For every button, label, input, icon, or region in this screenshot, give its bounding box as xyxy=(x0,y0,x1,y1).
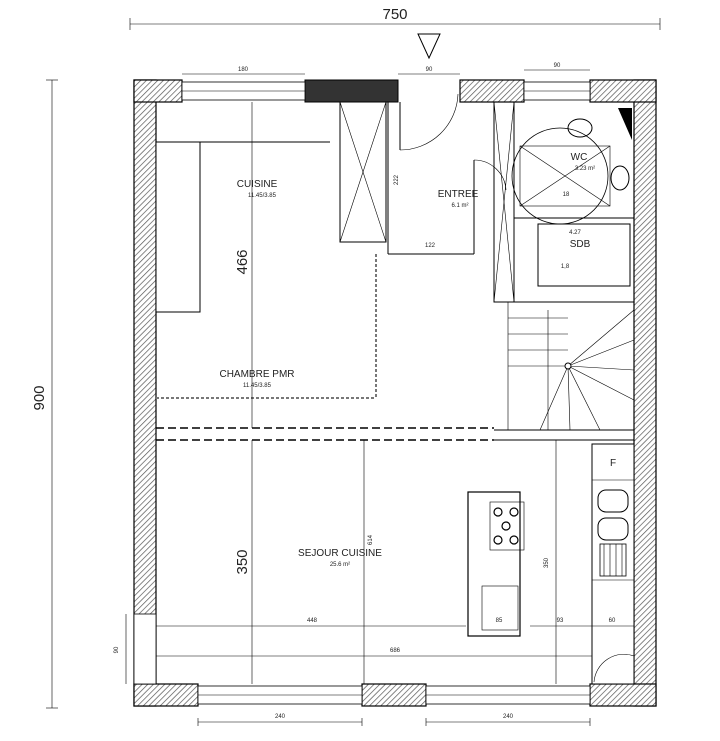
sdb-room: 4.27 SDB 1,8 xyxy=(561,230,591,270)
top-right-window-label: 90 xyxy=(554,63,561,69)
cooktop-burner-icon xyxy=(501,521,511,531)
wc-name: WC xyxy=(571,152,588,163)
toilet-icon xyxy=(567,118,593,138)
wc-room: WC 3.23 m² 18 xyxy=(511,108,632,225)
top-door-label: 90 xyxy=(426,67,433,73)
sink-icon xyxy=(597,489,629,513)
entree-area: 6.1 m² xyxy=(451,203,468,209)
overall-width-dimension: 750 xyxy=(129,6,661,30)
interior-walls xyxy=(155,101,634,441)
counter-60-label: 60 xyxy=(609,618,616,624)
wc-area: 3.23 m² xyxy=(575,166,595,172)
bottom-dimensions: 240 240 xyxy=(197,714,591,726)
top-window-dimension: 180 90 90 xyxy=(182,63,590,75)
cooktop-burner-icon xyxy=(509,535,519,545)
cuisine-name: CUISINE xyxy=(237,179,278,190)
room-labels: CUISINE 11.45/3.85 CHAMBRE PMR 11.45/3.8… xyxy=(219,179,478,568)
horizontal-686-label: 686 xyxy=(390,648,401,654)
sdb-area: 4.27 xyxy=(569,230,581,236)
vertical-466-label: 466 xyxy=(234,249,251,274)
horizontal-448-label: 448 xyxy=(307,618,318,624)
sink-icon xyxy=(610,165,630,191)
top-window-label: 180 xyxy=(238,67,249,73)
fridge-label: F xyxy=(610,458,616,469)
overall-width-label: 750 xyxy=(382,6,407,23)
cooktop-burner-icon xyxy=(509,507,519,517)
overall-height-dimension: 900 xyxy=(31,79,58,709)
bottom-window-right-label: 240 xyxy=(503,714,514,720)
cooktop-burner-icon xyxy=(493,535,503,545)
sink-icon xyxy=(597,517,629,541)
cooktop-burner-icon xyxy=(493,507,503,517)
windows xyxy=(133,81,591,705)
wc-18-label: 18 xyxy=(563,192,570,198)
cuisine-area: 11.45/3.85 xyxy=(248,193,277,199)
outer-walls xyxy=(133,79,657,707)
sdb-name: SDB xyxy=(570,239,591,250)
counter-93-label: 93 xyxy=(557,618,564,624)
vertical-350-right-label: 350 xyxy=(544,557,550,568)
entree-222-label: 222 xyxy=(394,174,400,185)
internal-dimensions: 466 350 614 350 448 686 93 222 122 xyxy=(156,102,634,684)
chambre-area: 11.45/3.85 xyxy=(243,383,272,389)
vertical-350-label: 350 xyxy=(234,549,251,574)
entree-name: ENTREE xyxy=(438,189,479,200)
left-window-dimension: 90 xyxy=(114,614,127,684)
vertical-614-label: 614 xyxy=(368,534,374,545)
kitchen-island: 85 xyxy=(467,491,525,637)
staircase xyxy=(507,301,635,431)
sejour-area: 25.6 m² xyxy=(330,562,350,568)
entrance-arrow-icon xyxy=(417,33,441,60)
entree-122-label: 122 xyxy=(425,243,436,249)
right-counter: F 60 xyxy=(591,443,635,685)
island-85-label: 85 xyxy=(496,618,503,624)
overall-height-label: 900 xyxy=(31,385,48,410)
sdb-note: 1,8 xyxy=(561,264,570,270)
left-window-label: 90 xyxy=(114,646,120,653)
bottom-window-left-label: 240 xyxy=(275,714,286,720)
entry-door xyxy=(399,93,507,191)
chambre-name: CHAMBRE PMR xyxy=(219,369,294,380)
sejour-name: SEJOUR CUISINE xyxy=(298,548,382,559)
